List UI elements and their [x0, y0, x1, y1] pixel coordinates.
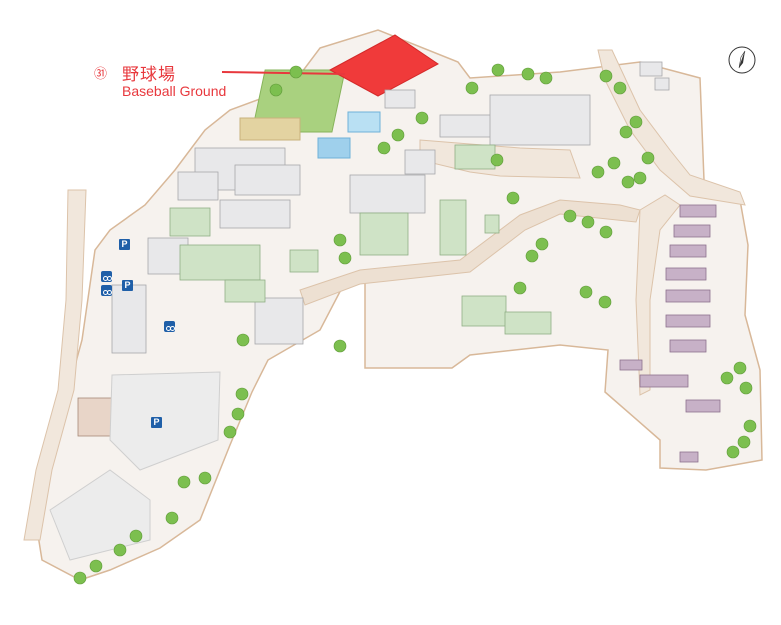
bicycle-parking-icon	[101, 271, 112, 282]
tennis-courts	[239, 117, 301, 141]
southwest-buildings	[77, 397, 115, 437]
central-road	[299, 199, 641, 306]
compass-icon	[728, 46, 756, 74]
pool	[317, 137, 351, 159]
pool-2	[347, 111, 381, 133]
east-loop-road	[635, 194, 681, 396]
callout-title-ja: 野球場	[122, 65, 176, 85]
east-housing	[619, 204, 721, 463]
parking-icon: P	[119, 239, 130, 250]
callout-number: ㉛	[94, 67, 108, 82]
west-road	[23, 189, 87, 541]
parking-lots	[49, 371, 221, 561]
green-roof-buildings	[169, 144, 500, 303]
main-buildings	[111, 61, 670, 354]
callout-leader-line	[221, 71, 346, 75]
east-road	[597, 49, 746, 206]
parking-icon: P	[151, 417, 162, 428]
parking-icon: P	[122, 280, 133, 291]
bicycle-parking-icon	[164, 321, 175, 332]
bicycle-parking-icon	[101, 285, 112, 296]
baseball-ground-highlight[interactable]	[328, 34, 439, 97]
tree-icons	[73, 63, 757, 585]
south-housing	[461, 295, 552, 335]
callout-title-en: Baseball Ground	[122, 83, 227, 99]
